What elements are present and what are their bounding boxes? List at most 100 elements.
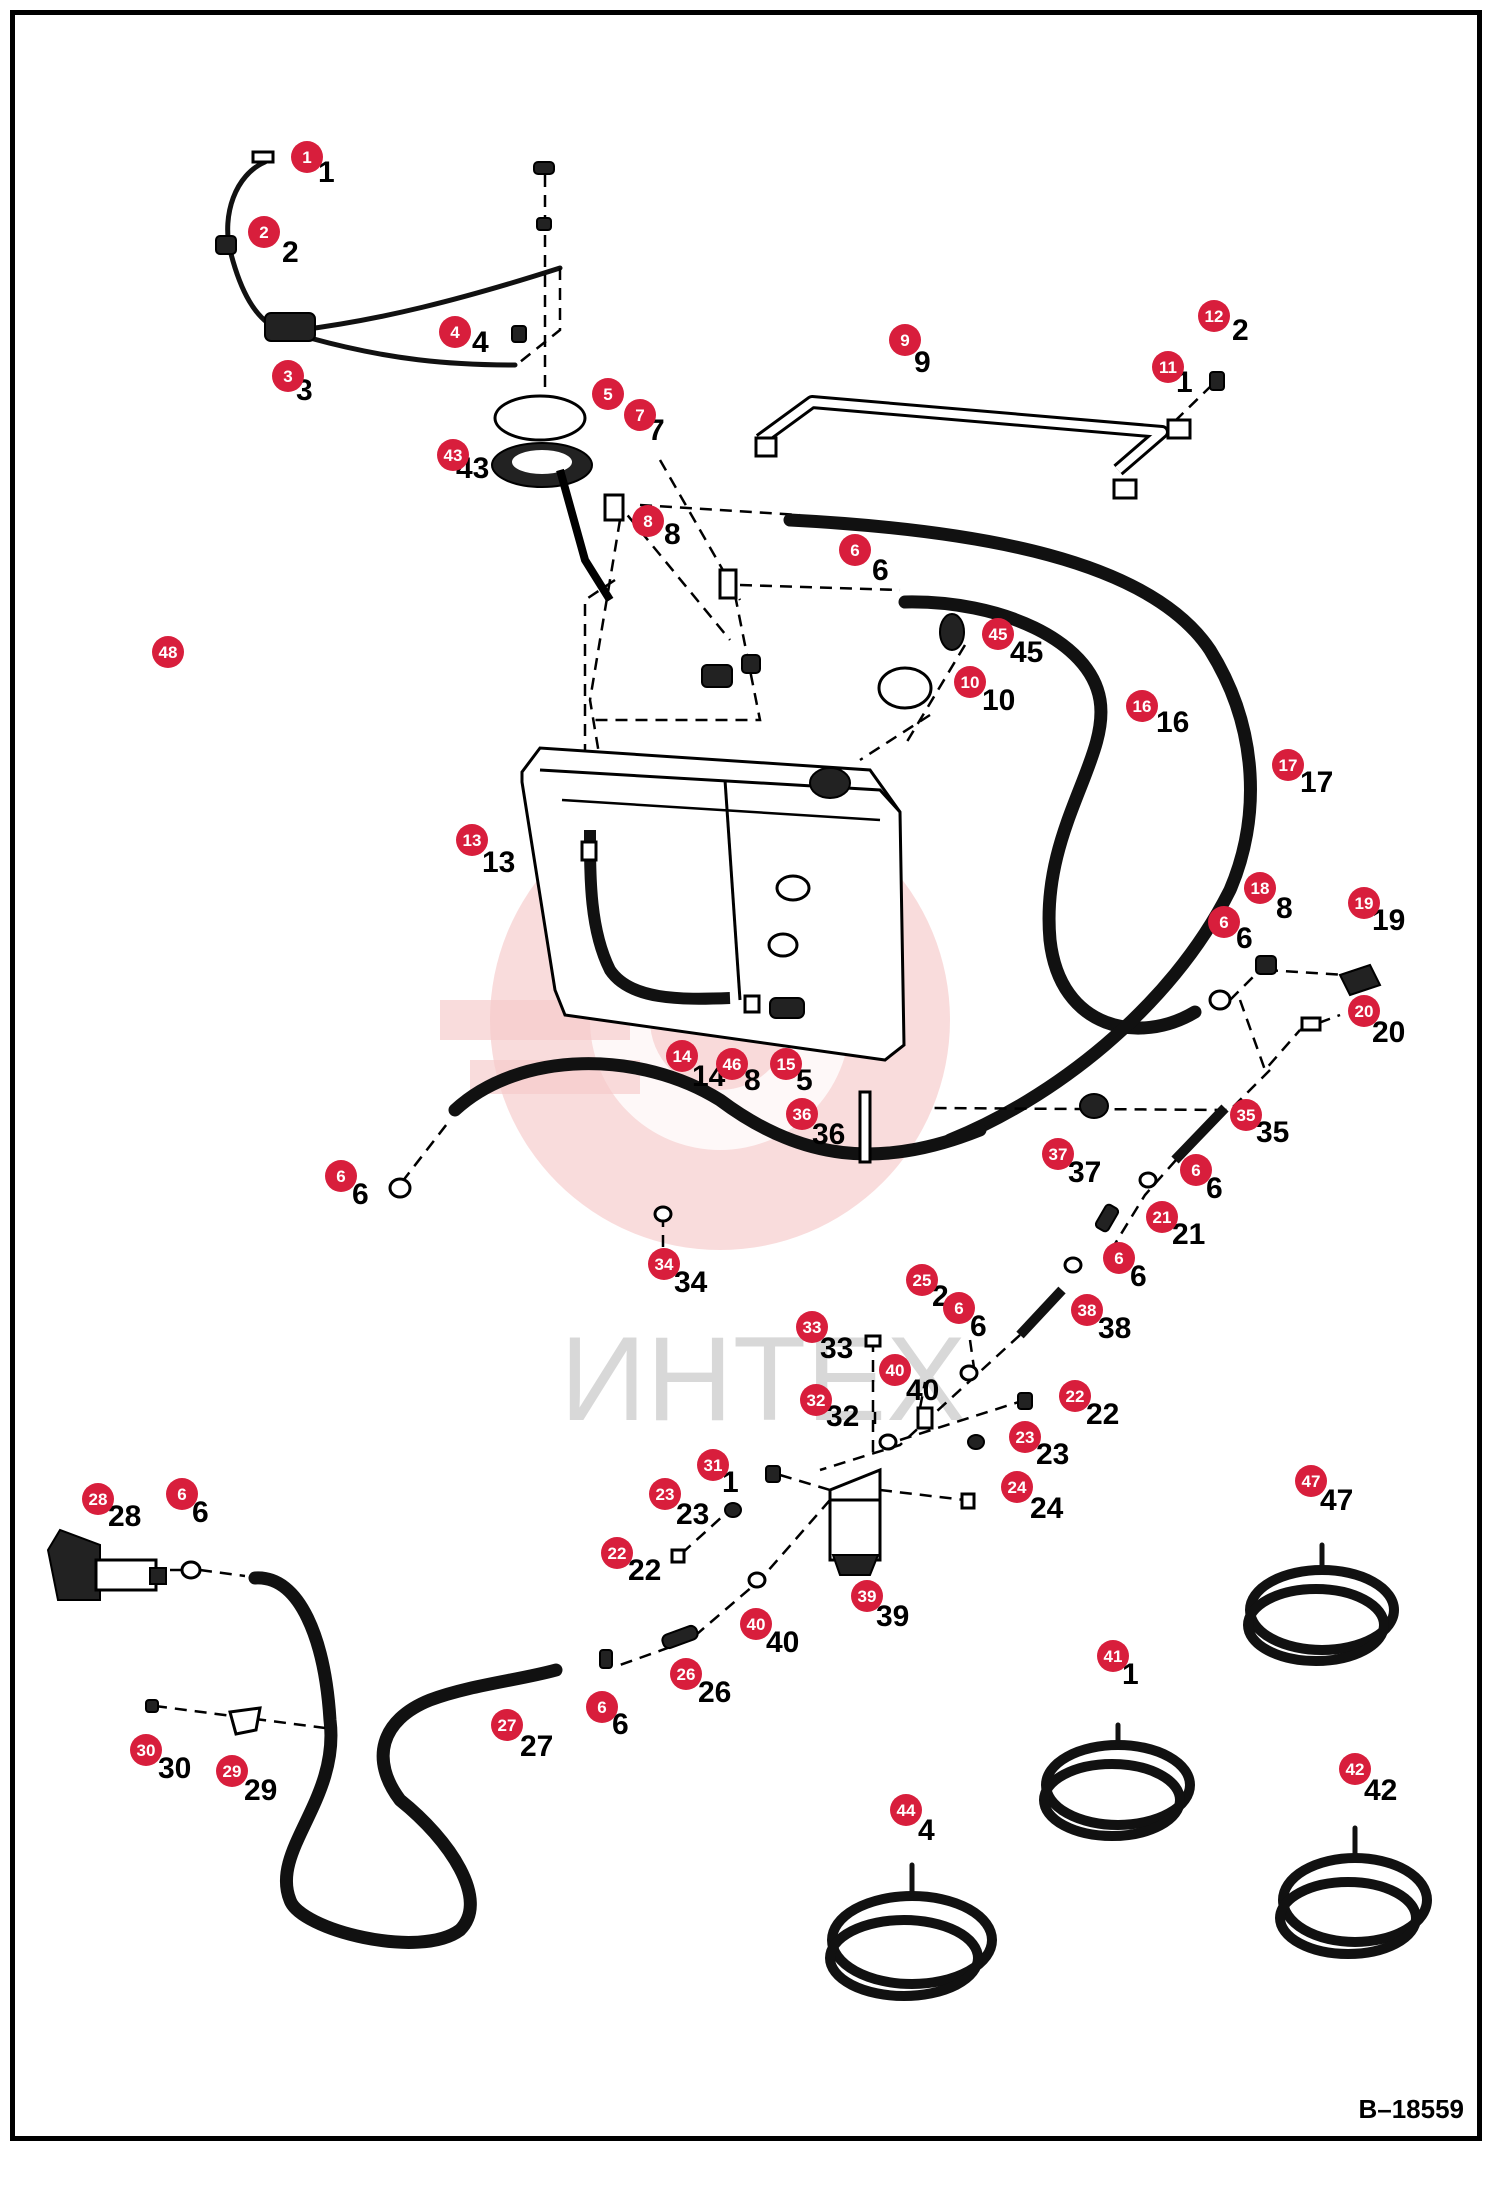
part-label: 23 — [1036, 1438, 1069, 1471]
part-label: 6 — [970, 1310, 987, 1343]
callout-circle — [648, 1248, 680, 1280]
callout-badge: 6 — [1208, 906, 1240, 938]
callout-badge: 6 — [839, 534, 871, 566]
part-label: 24 — [1030, 1492, 1064, 1525]
callout-badge: 23 — [1009, 1421, 1041, 1453]
callout-number: 36 — [793, 1105, 812, 1124]
callout-badge: 26 — [670, 1658, 702, 1690]
callout-number: 24 — [1008, 1478, 1027, 1497]
return-hose — [448, 1057, 987, 1161]
callout-circle — [456, 824, 488, 856]
callout-number: 10 — [961, 673, 980, 692]
callout-circle — [437, 439, 469, 471]
part-label: 8 — [744, 1064, 761, 1097]
callout-circle — [1295, 1465, 1327, 1497]
part-label: 29 — [244, 1774, 277, 1807]
part-label: 27 — [520, 1730, 553, 1763]
part-label: 6 — [1130, 1260, 1147, 1293]
part-label: 16 — [1156, 706, 1189, 739]
callout-circle — [770, 1048, 802, 1080]
callout-badge: 19 — [1348, 887, 1380, 919]
callout-badge: 2 — [248, 216, 280, 248]
part-label: 45 — [1010, 636, 1043, 669]
part-label: 4 — [918, 1814, 935, 1847]
callout-number: 38 — [1078, 1301, 1097, 1320]
callout-badge: 38 — [1071, 1294, 1103, 1326]
callout-circle — [272, 360, 304, 392]
part-label: 35 — [1256, 1116, 1289, 1149]
callout-badge: 20 — [1348, 995, 1380, 1027]
callout-circle — [851, 1580, 883, 1612]
callout-number: 41 — [1104, 1647, 1123, 1666]
callout-badge: 35 — [1230, 1099, 1262, 1131]
part-label: 6 — [352, 1178, 369, 1211]
part-label: 17 — [1300, 766, 1333, 799]
coil-41 — [1039, 1722, 1195, 1841]
callout-number: 6 — [1114, 1249, 1123, 1268]
callout-number: 23 — [1016, 1428, 1035, 1447]
callout-number: 47 — [1302, 1472, 1321, 1491]
hose-17 — [783, 513, 1257, 1147]
callout-badge: 40 — [879, 1354, 911, 1386]
part-label: 22 — [628, 1554, 661, 1587]
callout-circle — [216, 1755, 248, 1787]
callout-circle — [152, 636, 184, 668]
callout-number: 33 — [803, 1318, 822, 1337]
callout-badge: 22 — [601, 1537, 633, 1569]
part-label: 30 — [158, 1752, 191, 1785]
callout-number: 29 — [223, 1762, 242, 1781]
callout-badge: 7 — [624, 399, 656, 431]
part-label: 21 — [1172, 1218, 1205, 1251]
fuel-tank — [520, 746, 906, 1062]
callout-badge: 33 — [796, 1311, 828, 1343]
fuel-pump — [46, 1528, 246, 1601]
callout-badge: 41 — [1097, 1640, 1129, 1672]
callout-circle — [697, 1449, 729, 1481]
callout-badge: 3 — [272, 360, 304, 392]
part-label: 6 — [612, 1708, 629, 1741]
callout-circle — [1001, 1471, 1033, 1503]
callout-number: 9 — [900, 331, 909, 350]
callout-circle — [796, 1311, 828, 1343]
callout-badge: 17 — [1272, 749, 1304, 781]
callout-circle — [439, 316, 471, 348]
callout-circle — [82, 1483, 114, 1515]
callout-number: 1 — [302, 148, 311, 167]
callout-badge: 46 — [716, 1048, 748, 1080]
part-label: 22 — [1086, 1398, 1119, 1431]
callout-number: 43 — [444, 446, 463, 465]
callout-number: 48 — [159, 643, 178, 662]
callout-number: 5 — [603, 385, 612, 404]
part-label: 2 — [282, 236, 299, 269]
callout-number: 46 — [723, 1055, 742, 1074]
callout-circle — [166, 1478, 198, 1510]
callout-number: 30 — [137, 1741, 156, 1760]
callout-circle — [786, 1098, 818, 1130]
callout-number: 31 — [704, 1456, 723, 1475]
callout-badge: 45 — [982, 618, 1014, 650]
part-label: 23 — [676, 1498, 709, 1531]
callout-circle — [1180, 1154, 1212, 1186]
part-label: 40 — [766, 1626, 799, 1659]
callout-number: 16 — [1133, 697, 1152, 716]
part-label: 5 — [796, 1064, 813, 1097]
callout-circle — [982, 618, 1014, 650]
callout-number: 21 — [1153, 1208, 1172, 1227]
callout-number: 6 — [597, 1698, 606, 1717]
callout-circle — [586, 1691, 618, 1723]
callout-circle — [670, 1658, 702, 1690]
part-label: 28 — [108, 1500, 141, 1533]
callout-circle — [716, 1048, 748, 1080]
callout-number: 26 — [677, 1665, 696, 1684]
callout-number: 28 — [89, 1490, 108, 1509]
callout-number: 34 — [655, 1255, 674, 1274]
callout-badge: 13 — [456, 824, 488, 856]
callout-badge: 6 — [166, 1478, 198, 1510]
part-label: 6 — [872, 554, 889, 587]
callout-number: 13 — [463, 831, 482, 850]
callout-number: 6 — [336, 1167, 345, 1186]
callout-badge: 32 — [800, 1384, 832, 1416]
callout-circle — [740, 1608, 772, 1640]
callout-number: 19 — [1355, 894, 1374, 913]
